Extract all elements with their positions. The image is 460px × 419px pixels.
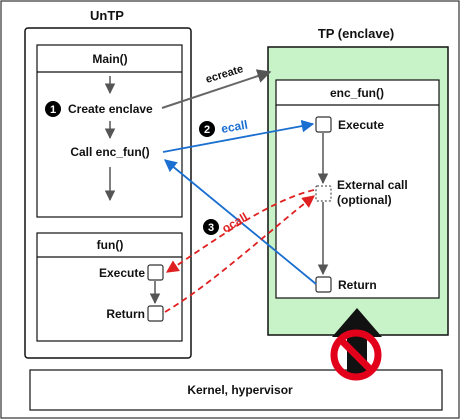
badge-two-number: 2	[204, 124, 210, 136]
tp-title: TP (enclave)	[318, 26, 394, 41]
fun-execute-label: Execute	[99, 266, 145, 280]
create-enclave-step: Create enclave	[68, 102, 153, 116]
enc-return-label: Return	[338, 278, 377, 292]
badge-two	[199, 121, 215, 137]
enc-execute-label: Execute	[338, 118, 384, 132]
fun-return-label: Return	[106, 307, 145, 321]
enc-return-node	[315, 276, 332, 293]
up-arrow-icon	[332, 308, 382, 378]
return-to-caller-arrow	[164, 159, 317, 285]
ocall-return-arrow	[164, 195, 315, 313]
kernel-label: Kernel, hypervisor	[187, 383, 293, 397]
enc-external-call-node	[315, 185, 332, 202]
ecreate-arrow	[161, 69, 272, 109]
enc-fun-box	[275, 79, 440, 299]
badge-three	[203, 219, 219, 235]
kernel-box	[29, 369, 443, 411]
fun-return-node	[147, 305, 164, 322]
badge-three-number: 3	[208, 222, 214, 234]
fun-box-title: fun()	[97, 238, 124, 252]
enc-external-call-label: External call	[337, 178, 408, 192]
ecall-label: ecall	[220, 118, 249, 136]
enc-external-call-note: (optional)	[337, 193, 392, 207]
call-enc-fun-step: Call enc_fun()	[70, 145, 149, 159]
fun-execute-node	[147, 264, 164, 281]
main-box-title: Main()	[92, 52, 127, 66]
fun-box	[36, 232, 183, 342]
badge-one-number: 1	[50, 104, 56, 116]
untp-title: UnTP	[90, 8, 124, 23]
prohibited-icon	[330, 329, 382, 381]
enc-execute-node	[315, 116, 332, 133]
enc-fun-box-title: enc_fun()	[330, 86, 384, 100]
ecall-arrow	[162, 119, 315, 153]
badge-one	[45, 101, 61, 117]
